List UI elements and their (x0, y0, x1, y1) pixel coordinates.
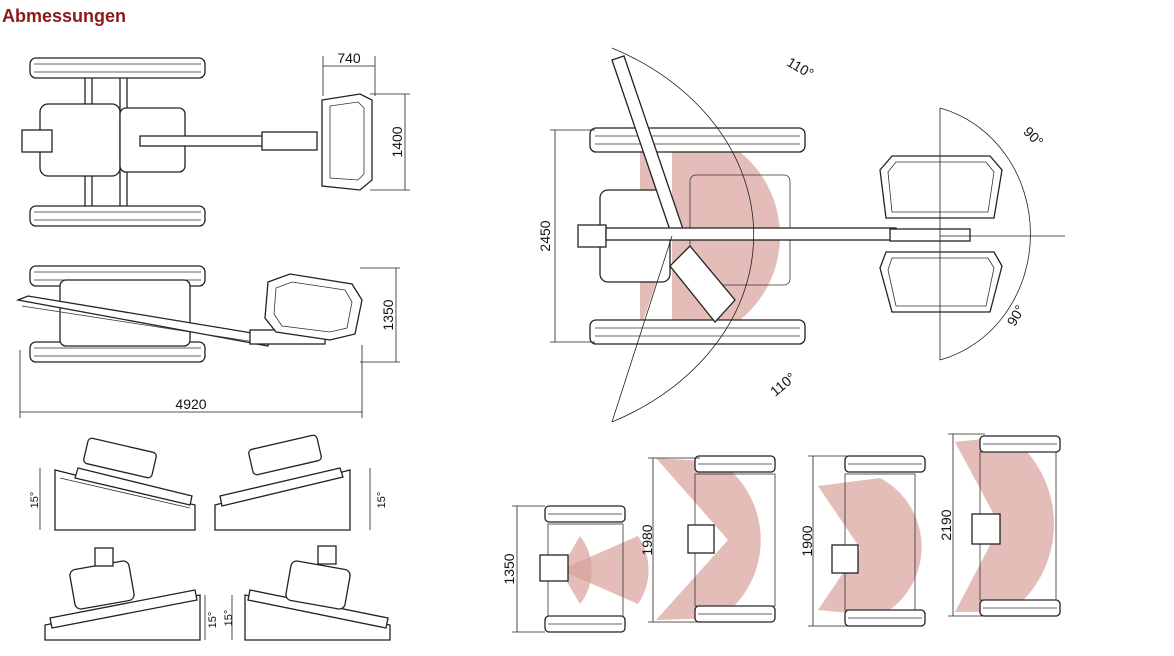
dim-total-length: 4920 (175, 396, 206, 412)
slope-angle-2: 15° (376, 492, 388, 509)
dim-min-width-2: 1980 (639, 524, 655, 555)
top-view-stowed: 740 1400 (21, 50, 410, 227)
dim-min-width-1: 1350 (501, 553, 517, 584)
dim-track-width: 2450 (537, 220, 553, 251)
slope-angle-4: 15° (223, 610, 235, 627)
rotation-angle-bottom: 110° (767, 369, 799, 399)
page-title: Abmessungen (2, 6, 127, 26)
basket-angle-bottom: 90° (1003, 302, 1027, 328)
dim-basket-width: 1400 (389, 126, 405, 157)
slope-angle-3: 15° (207, 612, 219, 629)
rotation-angle-top: 110° (784, 54, 816, 82)
dim-basket-depth: 740 (337, 50, 361, 66)
dim-min-width-4: 2190 (938, 509, 954, 540)
top-view-working: 1350 4920 (15, 265, 400, 418)
dim-min-width-3: 1900 (799, 525, 815, 556)
mini-views: 1350 1980 1900 2190 (501, 433, 1061, 633)
rotation-view: 110° 110° 90° 90° 2450 (537, 47, 1065, 423)
basket-angle-top: 90° (1020, 123, 1046, 149)
slope-views: 15° 15° 15° 15° (29, 434, 391, 641)
slope-angle-1: 15° (29, 492, 41, 509)
dim-side-height: 1350 (380, 299, 396, 330)
